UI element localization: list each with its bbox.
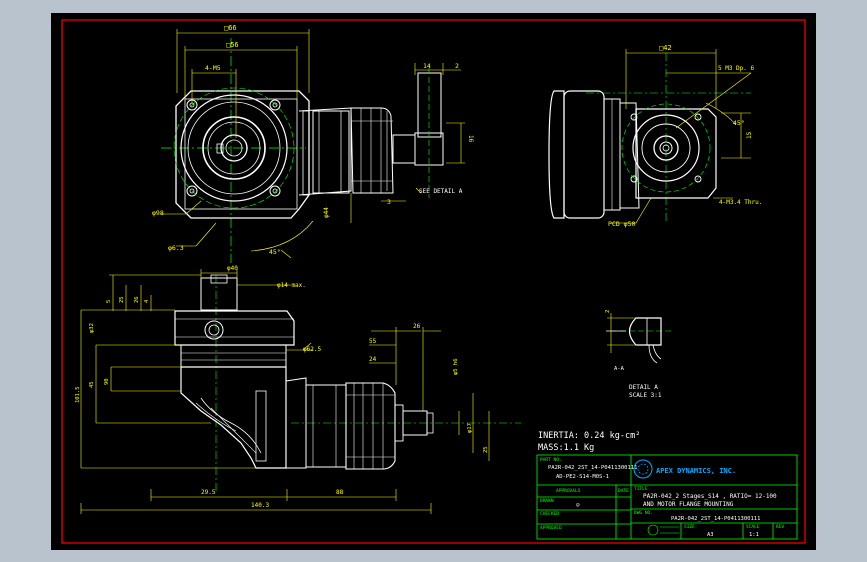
detail-a-scale: SCALE 3:1 <box>629 392 662 399</box>
dim-14: 14 <box>423 62 431 70</box>
dim-26b: 26 <box>413 323 421 330</box>
apex-logo <box>633 459 679 536</box>
dim-90: 90 <box>104 378 110 385</box>
dim-17: φ17 <box>467 423 473 433</box>
dim-1403: 140.3 <box>251 502 269 509</box>
dim-32: φ32 <box>89 323 95 333</box>
dim-45-c: 45 <box>89 381 95 388</box>
dim-2: 2 <box>455 62 459 70</box>
dim-101: 101.5 <box>75 386 81 403</box>
dims-top-right <box>611 49 752 224</box>
dim-26: 26 <box>134 296 140 303</box>
company-name: APEX DYNAMICS, INC. <box>656 467 736 475</box>
scale-value: 1:1 <box>749 532 759 538</box>
dim-25: 25 <box>119 296 125 303</box>
dwg-no-label: DWG NO. <box>634 510 653 516</box>
approved-label: APPROVED <box>540 525 562 531</box>
detail-a-aa: A-A <box>614 366 625 372</box>
dim-45-b: 45° <box>733 119 745 127</box>
size-value: A3 <box>707 532 714 538</box>
cad-drawing[interactable]: □66 □56 4-M5 φ98 φ6.3 45° 14 2 φ44 3 16 … <box>51 13 816 550</box>
dim-45-a: 45° <box>269 248 281 256</box>
inertia-note: INERTIA: 0.24 kg-cm² <box>538 431 640 441</box>
drawn-mark: ☺ <box>576 502 580 509</box>
dim-h6: φ5 h6 <box>453 358 459 375</box>
detail-a-drawing <box>606 317 671 364</box>
dim-40: φ40 <box>227 265 238 272</box>
dim-625: φ62.5 <box>303 346 321 353</box>
see-detail-a: SEE DETAIL A <box>419 188 463 195</box>
dim-4m5: 4-M5 <box>205 64 221 72</box>
dim-44: φ44 <box>323 207 330 218</box>
front-view-flange <box>161 38 444 263</box>
detail-a-dim-2: 2 <box>605 310 611 313</box>
dwg-no: PA2R-042_2ST_14-P0411300111 <box>671 516 760 522</box>
dim-24: 24 <box>369 356 377 363</box>
title-line-1: PA2R-042_2 Stages_S14 , RATIO= 12-100 <box>643 493 777 500</box>
cad-viewport[interactable]: □66 □56 4-M5 φ98 φ6.3 45° 14 2 φ44 3 16 … <box>51 13 816 550</box>
part-no-label: PART NO. <box>540 457 562 463</box>
size-label: SIZE <box>684 524 695 530</box>
dim-pcd: PCD φ50 <box>608 220 635 228</box>
dim-4m3: 4-M3.4 Thru. <box>719 199 762 206</box>
dim-88: 88 <box>336 489 344 496</box>
checked-label: CHECKED <box>540 511 559 517</box>
dim-5m3: 5 M3 Dp. 6 <box>718 65 755 72</box>
dims-bottom <box>80 269 490 514</box>
title-block <box>536 454 798 540</box>
part-no-2: AD-PE2-S14-M0S-1 <box>556 474 609 480</box>
dim-sq66: □66 <box>224 24 237 32</box>
dim-63: φ6.3 <box>168 244 184 252</box>
dim-sq42: □42 <box>659 44 672 52</box>
side-view-motor <box>548 53 751 223</box>
date-label: DATE <box>618 488 629 494</box>
mass-note: MASS:1.1 Kg <box>538 443 594 453</box>
scale-label: SCALE <box>746 524 760 530</box>
dim-sq56: □56 <box>226 41 239 49</box>
part-no-1: PA2R-042_2ST_14-P0411300111 <box>548 465 637 471</box>
dim-25b: 25 <box>483 446 489 453</box>
side-view-assembly <box>174 274 521 493</box>
rev-label: REV <box>776 524 784 530</box>
approvals-label: APPROVALS <box>556 488 581 494</box>
dim-16: 16 <box>467 135 474 143</box>
dim-15: 15 <box>746 131 753 139</box>
dim-295: 29.5 <box>201 489 216 496</box>
title-label: TITLE <box>634 486 648 492</box>
drawing-border <box>61 19 806 544</box>
dim-5: 5 <box>106 300 112 303</box>
dims-detail-a <box>607 313 636 353</box>
drawn-label: DRAWN <box>540 498 554 504</box>
dim-3: 3 <box>387 198 391 206</box>
dim-14max: φ14 max. <box>277 282 306 289</box>
title-line-2: AND MOTOR FLANGE MOUNTING <box>643 501 734 508</box>
dim-4: 4 <box>144 299 150 303</box>
dim-55: 55 <box>369 338 377 345</box>
detail-a-title: DETAIL A <box>629 384 658 391</box>
dim-98: φ98 <box>152 209 164 217</box>
dims-top-mid <box>350 63 465 223</box>
dims-top-left <box>161 29 314 259</box>
